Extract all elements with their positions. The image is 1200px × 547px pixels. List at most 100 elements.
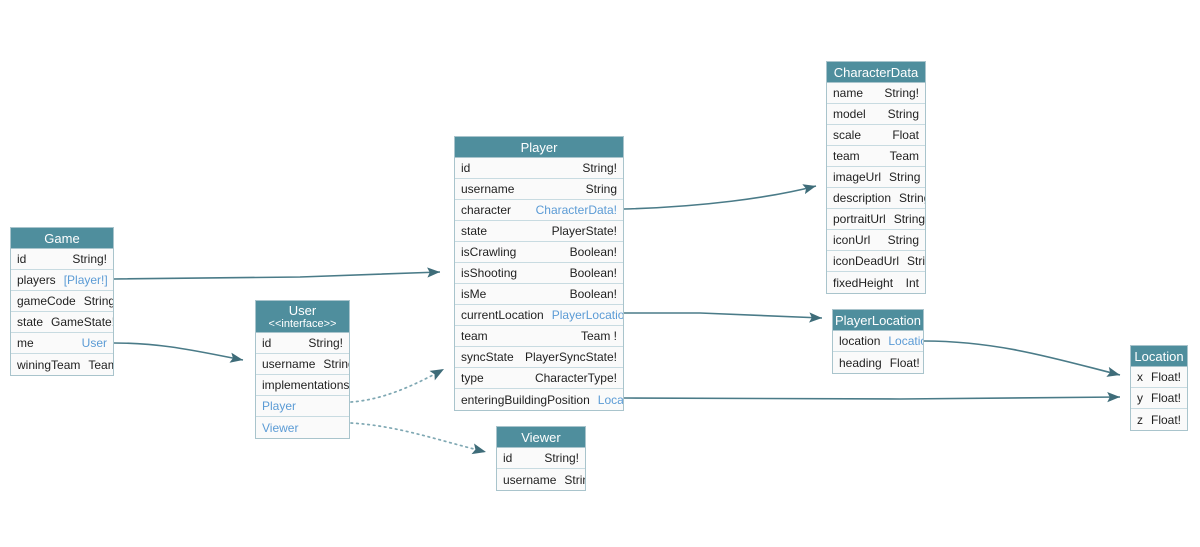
field-name: imageUrl xyxy=(833,170,882,184)
field-name: type xyxy=(461,371,484,385)
field-name: model xyxy=(833,107,866,121)
field-name: fixedHeight xyxy=(833,275,894,290)
section-row-user: implementations xyxy=(256,375,349,396)
field-row-characterdata: imageUrl String xyxy=(827,167,925,188)
field-type: Team xyxy=(889,149,919,163)
entity-user[interactable]: User<<interface>>idString!usernameString… xyxy=(255,300,350,439)
field-name: location xyxy=(839,334,881,348)
field-type: Boolean! xyxy=(569,266,617,280)
implementation-row-user[interactable]: Player xyxy=(256,396,349,417)
field-type: Boolean! xyxy=(569,287,617,301)
field-type[interactable]: PlayerLocation! xyxy=(551,308,623,322)
field-type: String xyxy=(887,107,919,121)
field-name: me xyxy=(17,336,34,350)
field-row-location: y Float! xyxy=(1131,388,1187,409)
field-type: String xyxy=(564,472,585,487)
field-type[interactable]: User xyxy=(81,336,107,350)
field-row-location: z Float! xyxy=(1131,409,1187,430)
field-name: isShooting xyxy=(461,266,518,280)
field-name: id xyxy=(461,161,471,175)
field-type: Float! xyxy=(1151,412,1182,427)
field-row-player: enteringBuildingPositionLocation xyxy=(455,389,623,410)
field-name: y xyxy=(1137,391,1143,405)
field-row-player: currentLocation PlayerLocation! xyxy=(455,305,623,326)
edge-user-implements-player xyxy=(350,368,445,403)
field-row-characterdata: model String xyxy=(827,104,925,125)
field-type: String xyxy=(887,233,919,247)
field-type: GameState! xyxy=(51,315,113,329)
field-type: PlayerSyncState! xyxy=(524,350,617,364)
field-name: id xyxy=(17,252,27,266)
entity-header-game: Game xyxy=(11,228,113,249)
field-type: Boolean! xyxy=(569,245,617,259)
entity-title-user: User xyxy=(288,303,317,318)
field-type[interactable]: Location! xyxy=(888,334,923,348)
field-name: team xyxy=(461,329,488,343)
entity-stereotype-user: <<interface>> xyxy=(268,318,337,330)
entity-header-location: Location xyxy=(1131,346,1187,367)
field-name: character xyxy=(461,203,512,217)
field-row-game: gameCodeString! xyxy=(11,291,113,312)
entity-playerlocation[interactable]: PlayerLocationlocationLocation!headingFl… xyxy=(832,309,924,374)
field-row-characterdata: team Team xyxy=(827,146,925,167)
entity-title-location: Location xyxy=(1134,349,1184,364)
field-row-characterdata: fixedHeight Int xyxy=(827,272,925,293)
edge-game-me-to-user xyxy=(113,342,244,363)
field-name: team xyxy=(833,149,860,163)
entity-header-user: User<<interface>> xyxy=(256,301,349,333)
field-type: Team ! xyxy=(580,329,617,343)
field-row-player: id String! xyxy=(455,158,623,179)
field-type: String xyxy=(323,357,349,371)
field-type[interactable]: Location xyxy=(597,392,623,407)
field-name: Viewer xyxy=(262,420,299,435)
field-type[interactable]: [Player!] xyxy=(63,273,108,287)
field-row-player: state PlayerState! xyxy=(455,221,623,242)
field-type[interactable]: CharacterData! xyxy=(535,203,617,217)
field-type: String! xyxy=(884,86,919,100)
edge-user-implements-viewer xyxy=(350,422,487,455)
field-row-game: state GameState! xyxy=(11,312,113,333)
field-row-player: team Team ! xyxy=(455,326,623,347)
field-type: String! xyxy=(544,451,579,465)
field-type: Float! xyxy=(889,355,920,370)
field-name: id xyxy=(503,451,513,465)
implementation-row-user[interactable]: Viewer xyxy=(256,417,349,438)
field-name: state xyxy=(461,224,488,238)
field-name: name xyxy=(833,86,864,100)
field-name: iconDeadUrl xyxy=(833,254,900,268)
field-row-player: isCrawling Boolean! xyxy=(455,242,623,263)
field-type: Float xyxy=(892,128,919,142)
field-type: Team xyxy=(88,357,113,372)
field-type: String xyxy=(889,170,921,184)
field-type: String! xyxy=(582,161,617,175)
field-type: Float! xyxy=(1151,391,1182,405)
field-name: currentLocation xyxy=(461,308,544,322)
field-name: state xyxy=(17,315,44,329)
field-type: String! xyxy=(308,336,343,350)
field-name: implementations xyxy=(262,378,349,392)
field-row-viewer: id String! xyxy=(497,448,585,469)
field-row-player: character CharacterData! xyxy=(455,200,623,221)
field-type: Int xyxy=(905,275,919,290)
field-name: z xyxy=(1137,412,1143,427)
edge-game-players-to-player xyxy=(113,267,441,280)
field-type: PlayerState! xyxy=(551,224,617,238)
field-name: isCrawling xyxy=(461,245,517,259)
